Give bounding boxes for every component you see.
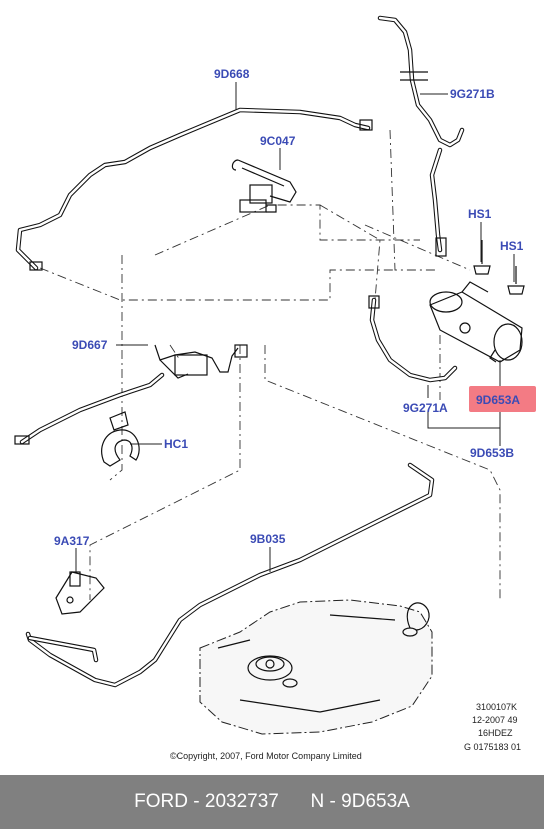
hose-9d667	[14, 344, 248, 445]
meta-line-4: G 0175183 01	[464, 742, 521, 752]
screw-hs1-a	[473, 240, 491, 275]
highlight-box	[469, 386, 536, 412]
hose-9g271b	[377, 15, 465, 257]
label-9d653a: 9D653A	[476, 393, 520, 407]
hose-9b035	[25, 462, 435, 688]
label-9d653b: 9D653B	[470, 446, 514, 460]
valve-9c047	[231, 159, 297, 213]
parts-diagram: 9D668 9G271B 9C047 HS1 HS1 9D667 HC1 9G2…	[14, 15, 536, 761]
hose-9g271a	[368, 295, 458, 383]
label-9c047: 9C047	[260, 134, 296, 148]
fuel-tank	[199, 599, 433, 735]
canister-9d653a	[429, 281, 523, 363]
screw-hs1-b	[507, 266, 525, 295]
assembly-lines	[39, 129, 501, 600]
footer-bar: FORD - 2032737 N - 9D653A	[0, 775, 544, 829]
footer-separator	[279, 791, 311, 813]
label-9g271b: 9G271B	[450, 87, 495, 101]
meta-line-2: 12-2007 49	[472, 715, 518, 725]
label-9b035: 9B035	[250, 532, 286, 546]
label-9a317: 9A317	[54, 534, 90, 548]
meta-line-1: 3100107K	[476, 702, 517, 712]
leader-lines	[75, 82, 515, 572]
clip-hc1	[101, 411, 140, 467]
footer-brand-part: FORD - 2032737	[134, 791, 279, 812]
footer-oem-part: N - 9D653A	[310, 791, 410, 812]
label-9d668: 9D668	[214, 67, 250, 81]
hose-9d668	[15, 107, 373, 271]
label-9d667: 9D667	[72, 338, 108, 352]
label-hs1-a: HS1	[468, 207, 492, 221]
label-hs1-b: HS1	[500, 239, 524, 253]
meta-line-3: 16HDEZ	[478, 728, 513, 738]
sensor-9a317	[55, 571, 105, 615]
label-9g271a: 9G271A	[403, 401, 448, 415]
label-hc1: HC1	[164, 437, 188, 451]
copyright-text: ©Copyright, 2007, Ford Motor Company Lim…	[170, 751, 362, 761]
